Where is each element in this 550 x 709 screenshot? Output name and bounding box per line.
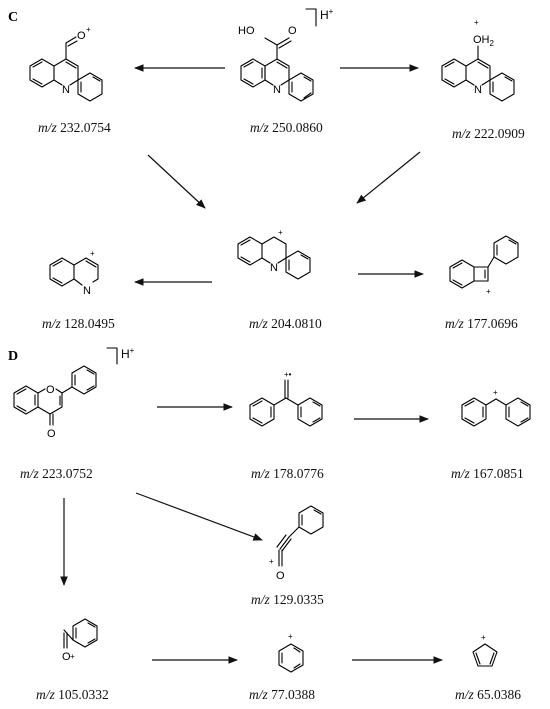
charge-plus: + bbox=[269, 557, 274, 566]
mz-label-105: m/z 105.0332 bbox=[36, 687, 109, 702]
charge-plus: + bbox=[278, 228, 283, 237]
arrow-222-to-204 bbox=[356, 151, 421, 204]
structure-d-167 bbox=[461, 397, 531, 427]
mz-label-167: m/z 167.0851 bbox=[451, 466, 524, 481]
mz-label-178: m/z 178.0776 bbox=[251, 466, 324, 481]
atom-label-o-acylium: O bbox=[77, 30, 86, 42]
structure-c-177 bbox=[449, 235, 519, 289]
structure-c-232-acylium bbox=[29, 36, 103, 102]
protonation-bracket bbox=[106, 347, 118, 365]
charge-plus: + bbox=[486, 287, 491, 296]
atom-label-n: N bbox=[62, 84, 70, 96]
atom-label-o-ring: O bbox=[46, 384, 55, 396]
arrow-232-to-204 bbox=[147, 154, 206, 209]
precursor-charge-label: H+ bbox=[320, 7, 334, 22]
structure-c-250-precursor bbox=[240, 37, 314, 102]
protonation-bracket bbox=[305, 8, 317, 27]
charge-plus: + bbox=[288, 632, 293, 641]
mz-label-250: m/z 250.0860 bbox=[250, 120, 323, 135]
panel-c-label: C bbox=[8, 10, 18, 25]
charge-plus: + bbox=[70, 652, 75, 661]
structure-d-178 bbox=[249, 379, 323, 427]
mz-label-129: m/z 129.0335 bbox=[251, 592, 324, 607]
radical-cation-mark: +• bbox=[284, 370, 292, 379]
structure-d-129 bbox=[276, 505, 324, 567]
atom-label-o: O bbox=[288, 25, 297, 37]
structure-c-128 bbox=[49, 257, 99, 287]
mz-label-222: m/z 222.0909 bbox=[452, 126, 525, 141]
mz-label-204: m/z 204.0810 bbox=[249, 316, 322, 331]
atom-label-n: N bbox=[474, 84, 482, 96]
panel-d-label: D bbox=[8, 349, 18, 364]
atom-label-oh2: OH2 bbox=[473, 34, 495, 48]
charge-plus: + bbox=[474, 18, 479, 27]
structure-d-105 bbox=[63, 618, 98, 649]
structure-c-222 bbox=[441, 45, 515, 102]
atom-label-o-acylium: O bbox=[62, 651, 71, 663]
charge-plus: + bbox=[493, 388, 498, 397]
structure-d-77 bbox=[278, 643, 304, 673]
mz-label-77: m/z 77.0388 bbox=[249, 687, 315, 702]
atom-label-n: N bbox=[83, 285, 91, 297]
mz-label-232: m/z 232.0754 bbox=[38, 120, 111, 135]
atom-label-n: N bbox=[270, 262, 278, 274]
precursor-charge-label: H+ bbox=[121, 346, 135, 361]
atom-label-n: N bbox=[273, 84, 281, 96]
mz-label-223: m/z 223.0752 bbox=[20, 466, 93, 481]
atom-label-o-keto: O bbox=[47, 428, 56, 440]
atom-label-o-acylium: O bbox=[276, 570, 285, 582]
mz-label-128: m/z 128.0495 bbox=[42, 316, 115, 331]
structure-d-65 bbox=[472, 643, 498, 667]
mz-label-65: m/z 65.0386 bbox=[455, 687, 521, 702]
charge-plus: + bbox=[90, 249, 95, 258]
mz-label-177: m/z 177.0696 bbox=[445, 316, 518, 331]
charge-plus: + bbox=[481, 633, 486, 642]
charge-plus: + bbox=[86, 25, 91, 34]
arrow-223-to-129 bbox=[135, 492, 263, 541]
structure-d-223-flavone bbox=[13, 365, 97, 426]
atom-label-ho: HO bbox=[238, 25, 255, 37]
structure-c-204 bbox=[237, 236, 311, 280]
